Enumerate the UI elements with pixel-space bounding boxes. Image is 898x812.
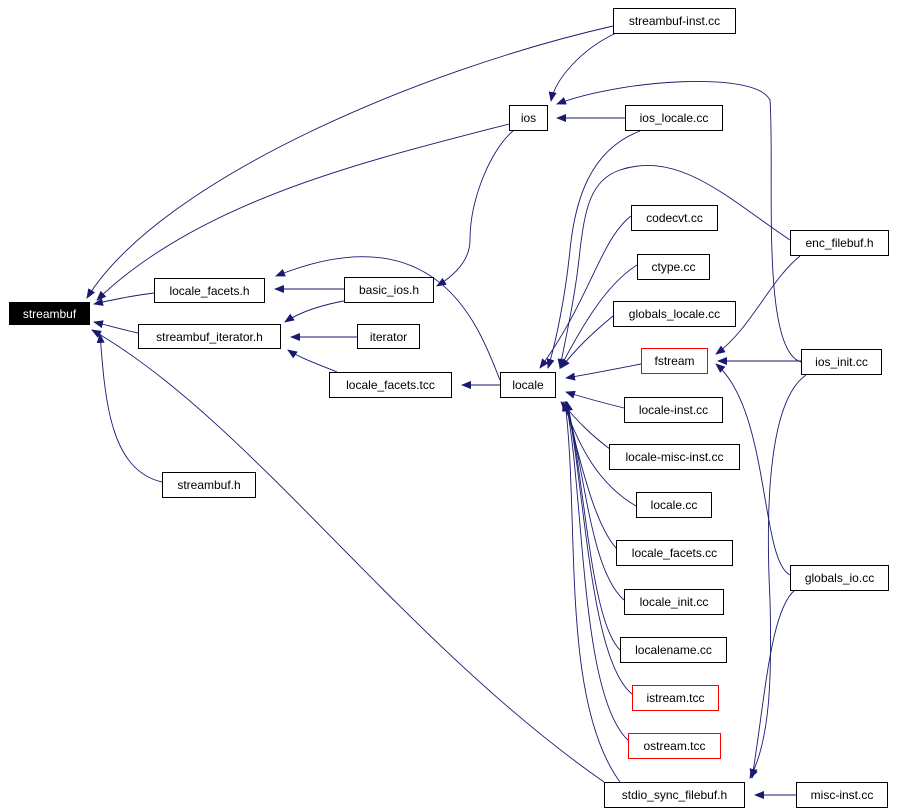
node-locale-cc[interactable]: locale.cc	[636, 492, 712, 518]
node-locale-inst-cc[interactable]: locale-inst.cc	[624, 397, 723, 423]
node-globals-locale-cc[interactable]: globals_locale.cc	[613, 301, 736, 327]
node-fstream[interactable]: fstream	[641, 348, 708, 374]
edge-locale-facets-tcc-to-streambuf-iterator-h	[287, 349, 338, 373]
node-streambuf-inst-cc[interactable]: streambuf-inst.cc	[613, 8, 736, 34]
node-locale-facets-cc[interactable]: locale_facets.cc	[616, 540, 733, 566]
node-locale-init-cc[interactable]: locale_init.cc	[624, 589, 724, 615]
edge-codecvt-cc-to-locale	[539, 215, 632, 369]
edge-streambuf-h-to-streambuf	[96, 333, 163, 483]
node-locale-misc-inst-cc[interactable]: locale-misc-inst.cc	[609, 444, 740, 470]
node-enc-filebuf-h[interactable]: enc_filebuf.h	[790, 230, 889, 256]
edge-globals-io-cc-to-stdio-sync-filebuf-h	[749, 589, 796, 779]
node-locale-facets-h[interactable]: locale_facets.h	[154, 278, 265, 303]
node-localename-cc[interactable]: localename.cc	[620, 637, 727, 663]
edge-locale-to-locale-facets-h	[275, 256, 501, 381]
node-streambuf-iterator-h[interactable]: streambuf_iterator.h	[138, 324, 281, 349]
edge-ctype-cc-to-locale	[559, 264, 638, 369]
edge-ios-to-basic-ios-h	[436, 129, 515, 287]
edge-ios-locale-cc-to-locale	[546, 130, 641, 369]
edge-stdio-sync-filebuf-h-to-streambuf	[91, 329, 605, 783]
edge-globals-io-cc-to-fstream	[715, 363, 791, 576]
node-ios[interactable]: ios	[509, 105, 548, 131]
node-globals-io-cc[interactable]: globals_io.cc	[790, 565, 889, 591]
edge-streambuf-iterator-h-to-streambuf	[93, 320, 139, 334]
node-locale-facets-tcc[interactable]: locale_facets.tcc	[329, 372, 452, 398]
edge-ios-init-cc-to-ios	[556, 80, 802, 363]
edge-streambuf-inst-cc-to-streambuf	[86, 25, 614, 299]
edge-ios-to-streambuf	[96, 123, 510, 301]
node-misc-inst-cc[interactable]: misc-inst.cc	[796, 782, 888, 808]
node-streambuf: streambuf	[9, 302, 90, 325]
node-ios-locale-cc[interactable]: ios_locale.cc	[625, 105, 723, 131]
edge-locale-facets-h-to-streambuf	[93, 292, 155, 306]
edge-ostream-tcc-to-locale	[563, 401, 631, 743]
edge-ios-init-cc-to-stdio-sync-filebuf-h	[749, 374, 807, 779]
node-istream-tcc[interactable]: istream.tcc	[632, 685, 719, 711]
edge-basic-ios-h-to-streambuf-iterator-h	[284, 299, 350, 323]
edge-enc-filebuf-h-to-fstream	[715, 255, 801, 355]
node-basic-ios-h[interactable]: basic_ios.h	[344, 277, 434, 303]
edge-locale-inst-cc-to-locale	[565, 390, 625, 409]
node-ctype-cc[interactable]: ctype.cc	[637, 254, 710, 280]
node-iterator[interactable]: iterator	[357, 324, 420, 349]
edge-enc-filebuf-h-to-locale	[557, 165, 791, 369]
edge-stdio-sync-filebuf-h-to-locale	[562, 401, 621, 783]
node-stdio-sync-filebuf-h[interactable]: stdio_sync_filebuf.h	[604, 782, 745, 808]
edge-fstream-to-locale	[565, 363, 642, 381]
node-streambuf-h[interactable]: streambuf.h	[162, 472, 256, 498]
node-locale[interactable]: locale	[500, 372, 556, 398]
node-codecvt-cc[interactable]: codecvt.cc	[631, 205, 718, 231]
node-ostream-tcc[interactable]: ostream.tcc	[628, 733, 721, 759]
edge-istream-tcc-to-locale	[564, 401, 633, 695]
edge-localename-cc-to-locale	[565, 401, 621, 651]
node-ios-init-cc[interactable]: ios_init.cc	[801, 349, 882, 375]
edge-streambuf-inst-cc-to-ios	[548, 32, 617, 102]
